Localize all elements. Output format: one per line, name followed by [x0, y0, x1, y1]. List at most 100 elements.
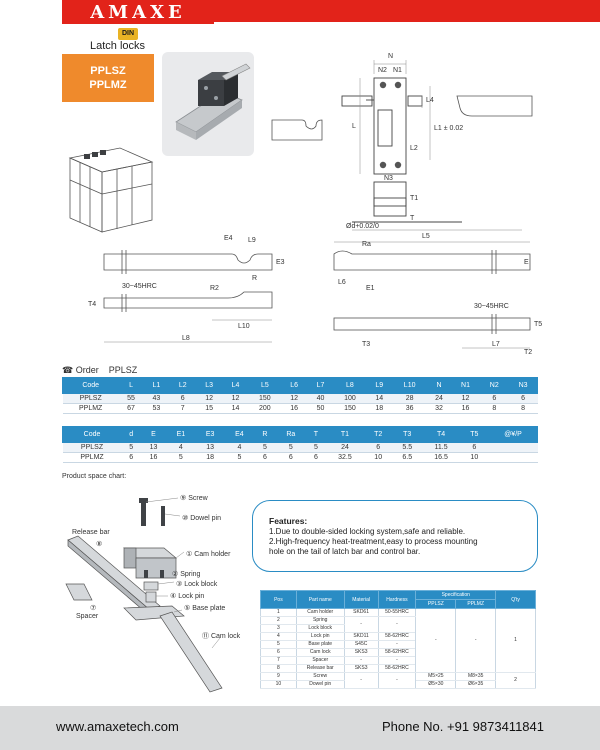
dim-t1: T1	[410, 195, 418, 202]
col-header: L6	[280, 377, 308, 394]
table-cell: 32	[426, 403, 452, 414]
table-cell: 5	[166, 452, 196, 463]
dim-l10: L10	[238, 323, 250, 330]
din-badge: DIN	[118, 28, 138, 40]
table-cell: 43	[143, 393, 170, 404]
table-cell: 14	[366, 393, 393, 404]
table-cell: PPLMZ	[62, 403, 119, 414]
cell-pos: 6	[260, 648, 297, 657]
cell-hardness: 58-62HRC	[377, 648, 417, 657]
col-material: Material	[343, 590, 379, 609]
dim-n1: N1	[393, 67, 402, 74]
table-cell: 16	[281, 403, 308, 414]
table-row: 1 Cam holder SKD61 50-55HRC - - 1	[260, 608, 536, 673]
table-cell: 55	[118, 393, 144, 404]
table-header-row: Code d E E1 E3 E4 R Ra T T1 T2 T3 T4 T5 …	[61, 426, 538, 443]
dim-n: N	[388, 53, 393, 60]
col-header: Code	[61, 377, 120, 394]
cell-material: SKD61	[343, 608, 379, 617]
order-line: ☎ Order PPLSZ	[62, 365, 137, 376]
table-cell: 4	[224, 442, 255, 453]
col-header: L9	[365, 377, 393, 394]
dim-l2: L2	[410, 145, 418, 152]
col-header: T4	[421, 426, 461, 443]
dim-d: Ød+0.02/0	[346, 223, 379, 230]
col-header: E4	[224, 426, 255, 443]
table-cell: 8	[479, 403, 509, 414]
cell-material: -	[343, 616, 379, 633]
table-header-row: PPLSZ PPLMZ	[261, 599, 536, 609]
phone-icon: ☎	[62, 365, 74, 375]
cell-material: SKD11	[343, 632, 379, 641]
table-cell: 67	[118, 403, 144, 414]
dim-t2: T2	[524, 349, 532, 356]
header: AMAXE	[0, 0, 600, 28]
table-cell: 5	[254, 442, 276, 453]
table-cell	[488, 452, 538, 463]
table-row: 7 Spacer - -	[260, 656, 536, 665]
cell-spec-pplmz: M8×35	[455, 672, 497, 681]
cell-part-name: Spacer	[295, 656, 345, 665]
table-cell: PPLSZ	[62, 442, 122, 453]
dim-l9: L9	[248, 237, 256, 244]
hardness-cam-lock: 30~45HRC	[474, 303, 509, 310]
cell-material: -	[343, 672, 379, 689]
table-cell: 40	[307, 393, 334, 404]
col-header: L4	[221, 377, 250, 394]
table-cell: 14	[222, 403, 249, 414]
cell-qty: 1	[495, 608, 536, 673]
label-dowel-pin: ⑩ Dowel pin	[182, 514, 221, 522]
table-cell: 6	[508, 393, 538, 404]
cell-pos: 9	[260, 672, 297, 681]
col-header: L3	[195, 377, 223, 394]
dim-e: E	[524, 259, 529, 266]
parts-table: Pos Part name Material Hardness Specific…	[260, 590, 536, 689]
label-spacer: Spacer	[76, 613, 99, 620]
dim-t3: T3	[362, 341, 370, 348]
dim-r2: R2	[210, 285, 219, 292]
dim-l7: L7	[492, 341, 500, 348]
table-cell: 36	[392, 403, 427, 414]
brand-logo-text: AMAXE	[90, 1, 186, 23]
table-cell: 15	[195, 403, 223, 414]
bottom-technical-drawing: E4 L9 E3 R 30~45HRC R2 T4 L10 L8 Ra E L6…	[88, 235, 542, 356]
table-cell: PPLSZ	[62, 393, 119, 404]
col-header: L5	[248, 377, 282, 394]
table-cell: 6	[254, 452, 276, 463]
table-row: 10 Dowel pin Ø5×30 Ø6×35	[260, 680, 536, 689]
table-cell: 10	[460, 452, 489, 463]
table-row: 6 Cam lock SKS3 58-62HRC	[260, 648, 536, 657]
cell-part-name: Screw	[295, 672, 345, 681]
table-row: 4 Lock pin SKD11 58-62HRC	[260, 632, 536, 641]
page-title: Latch locks	[90, 40, 146, 52]
cell-spec-pplmz: -	[455, 608, 497, 673]
table-cell: 10	[363, 452, 393, 463]
feature-line-3: hole on the tail of latch bar and contro…	[269, 547, 421, 556]
dim-t5: T5	[534, 321, 542, 328]
label-release-bar-num: ⑧	[96, 540, 102, 548]
dim-e4: E4	[224, 235, 233, 242]
cell-spec-pplsz: -	[415, 608, 457, 673]
footer-website-link[interactable]: www.amaxetech.com	[56, 719, 179, 734]
table-cell: 11.5	[422, 442, 461, 453]
feature-line-1: 1.Due to double-sided locking system,saf…	[269, 527, 466, 536]
table-cell: 6	[479, 393, 509, 404]
col-hardness: Hardness	[377, 590, 417, 609]
table-cell: 12	[222, 393, 249, 404]
col-qty: Q'ty	[495, 590, 536, 609]
cell-part-name: Cam holder	[295, 608, 345, 617]
latch-lock-photo-icon	[175, 63, 251, 140]
dim-l6: L6	[338, 279, 346, 286]
col-pplmz: PPLMZ	[455, 599, 497, 609]
cell-qty: 2	[495, 672, 536, 689]
col-specification: Specification	[415, 590, 497, 600]
exploded-view-diagram: ⑨ Screw ⑩ Dowel pin Release bar ⑧ ① Cam …	[65, 494, 241, 693]
col-header: T3	[391, 426, 423, 443]
col-header: R	[253, 426, 277, 443]
col-header: d	[121, 426, 142, 443]
col-header: E3	[194, 426, 226, 443]
table-cell: 18	[195, 452, 225, 463]
cell-pos: 7	[260, 656, 297, 665]
footer: www.amaxetech.com Phone No. +91 98734118…	[0, 706, 600, 750]
table-cell: 6	[275, 452, 306, 463]
